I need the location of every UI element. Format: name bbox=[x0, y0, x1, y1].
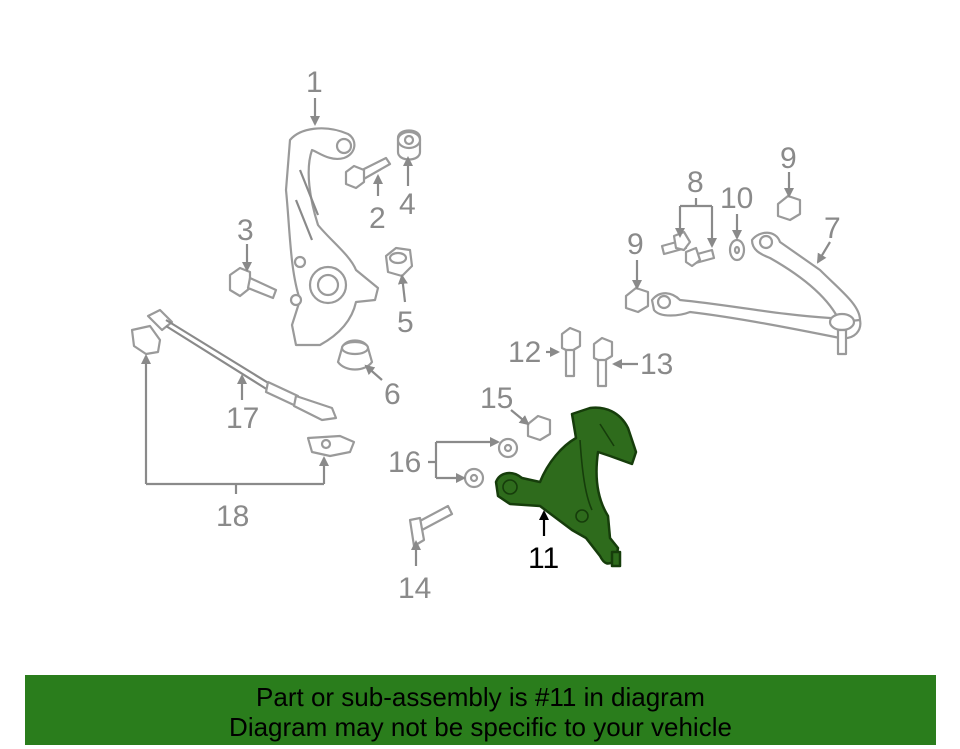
callout-18: 18 bbox=[216, 500, 249, 533]
info-banner: Part or sub-assembly is #11 in diagram D… bbox=[25, 675, 936, 745]
callout-7: 7 bbox=[824, 212, 841, 245]
lower-control-arm-highlighted-part bbox=[494, 406, 638, 568]
parts-diagram: 1 2 3 4 5 6 7 8 9 9 10 11 12 13 14 15 16… bbox=[130, 66, 862, 605]
callout-6: 6 bbox=[384, 378, 401, 411]
bolt-part-12 bbox=[560, 326, 582, 378]
callout-9-lower: 9 bbox=[627, 228, 644, 261]
callout-1: 1 bbox=[306, 66, 323, 99]
callout-2: 2 bbox=[369, 202, 386, 235]
dust-boot-part bbox=[336, 339, 374, 371]
callout-17: 17 bbox=[226, 402, 259, 435]
callout-13: 13 bbox=[640, 348, 673, 381]
banner-part-line: Part or sub-assembly is #11 in diagram bbox=[256, 682, 705, 712]
callout-16: 16 bbox=[388, 446, 421, 479]
callout-8: 8 bbox=[687, 166, 704, 199]
washer-part-10 bbox=[728, 238, 746, 262]
callout-3: 3 bbox=[237, 214, 254, 247]
nut-part-15 bbox=[526, 414, 552, 442]
callout-15: 15 bbox=[480, 382, 513, 415]
banner-disclaimer-line: Diagram may not be specific to your vehi… bbox=[229, 712, 732, 742]
bolt-part-13 bbox=[592, 336, 614, 388]
bushing-part bbox=[396, 129, 422, 161]
bolt-part-3 bbox=[228, 266, 278, 300]
knuckle-bolt-part bbox=[344, 156, 392, 190]
callout-4: 4 bbox=[399, 188, 416, 221]
callout-14: 14 bbox=[398, 572, 431, 605]
cam-bolt-part-14 bbox=[408, 504, 454, 548]
bolts-part-8 bbox=[660, 230, 716, 268]
nut-part-9-lower bbox=[624, 286, 650, 314]
steering-knuckle-part bbox=[284, 127, 380, 347]
callout-5: 5 bbox=[397, 306, 414, 339]
upper-control-arm-part bbox=[650, 231, 862, 356]
nut-part-9-upper bbox=[776, 194, 802, 222]
callout-labels: 1 2 3 4 5 6 7 8 9 9 10 11 12 13 14 15 16… bbox=[216, 66, 841, 605]
leader-lines bbox=[146, 98, 831, 566]
callout-11: 11 bbox=[528, 542, 559, 575]
nut-part-5 bbox=[384, 246, 414, 278]
callout-12: 12 bbox=[508, 336, 541, 369]
callout-10: 10 bbox=[720, 182, 753, 215]
callout-9-upper: 9 bbox=[780, 142, 797, 175]
